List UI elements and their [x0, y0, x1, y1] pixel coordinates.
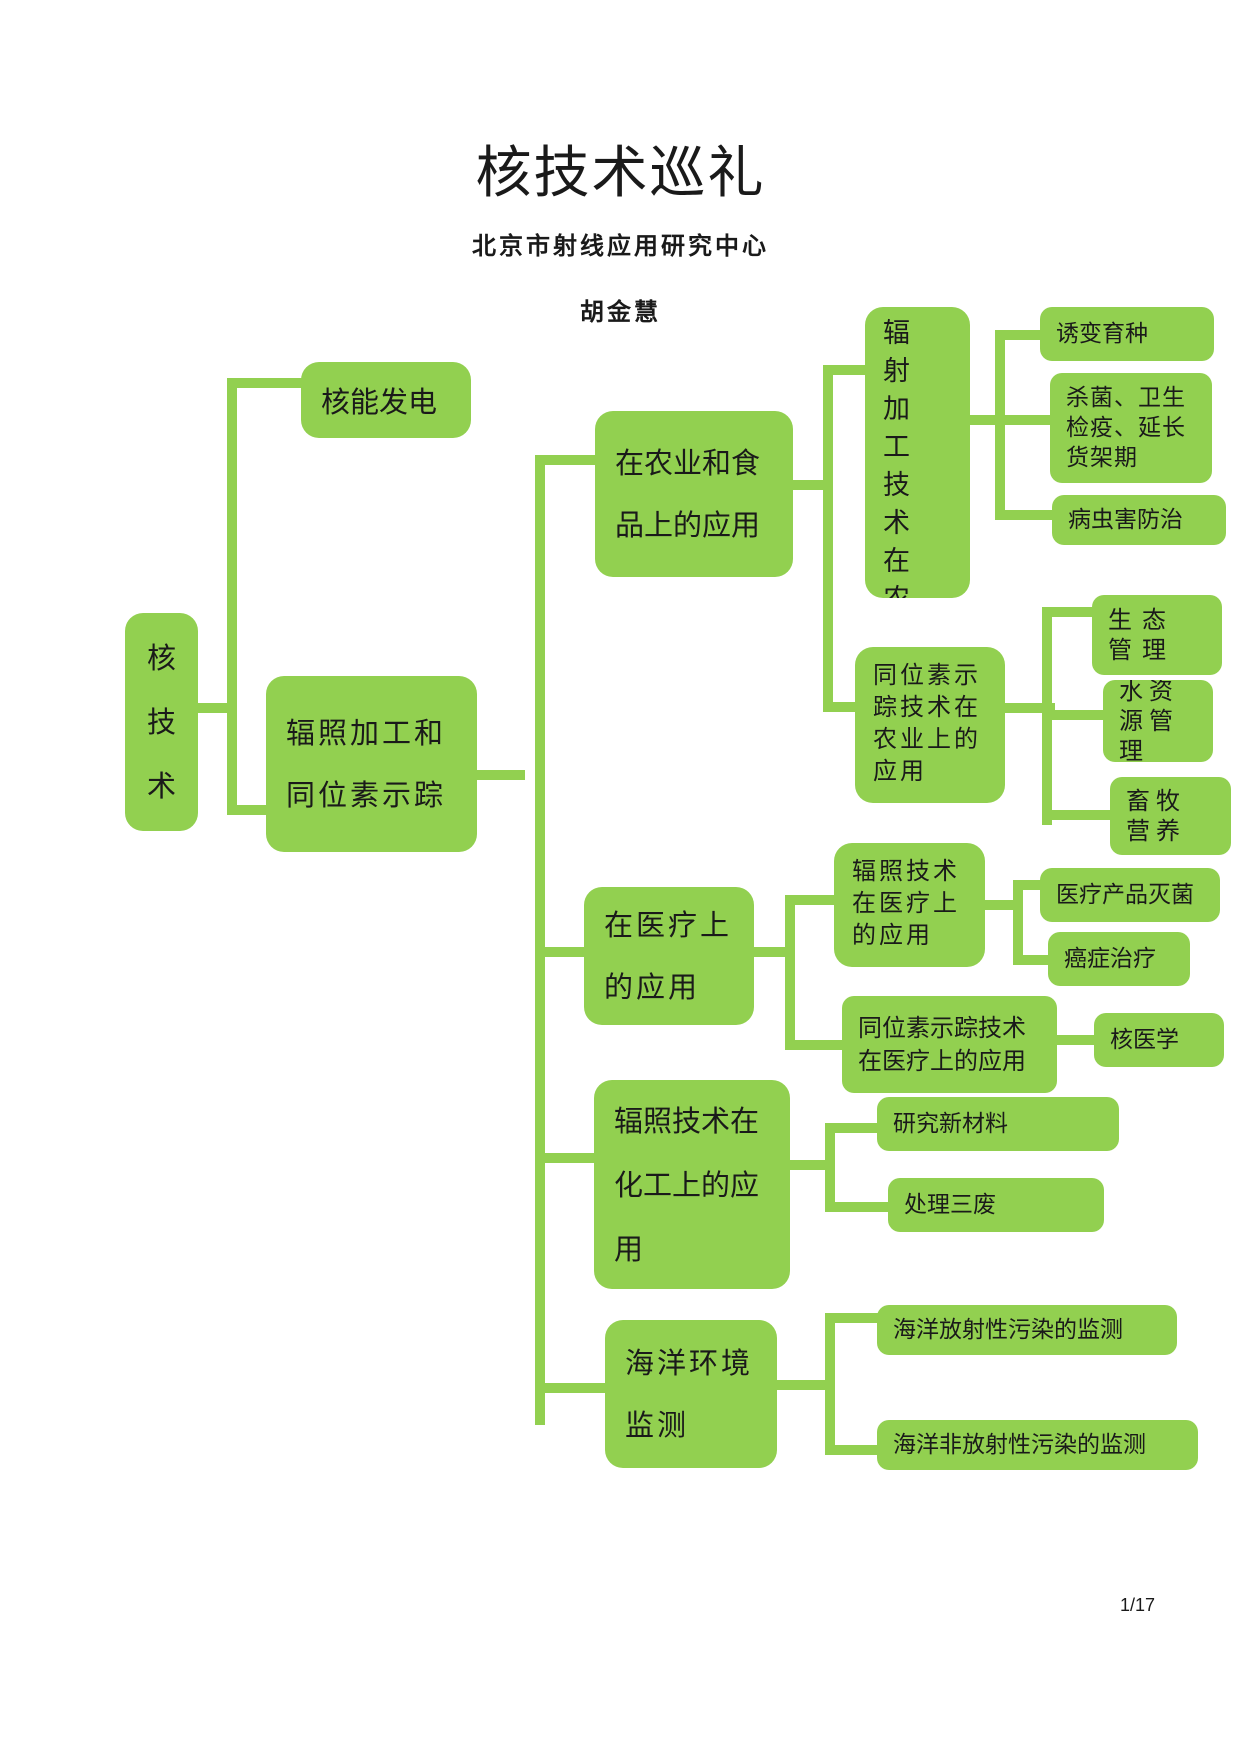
node-label: 畜牧营养: [1126, 787, 1186, 845]
node-livestock-nutrition: 畜牧营养: [1110, 777, 1231, 855]
node-med-radiation: 辐照技术在医疗上的应用: [834, 843, 985, 967]
node-label: 辐射加工技术在农业上应用: [883, 318, 928, 598]
node-agri-isotope: 同位素示踪技术在农业上的应用: [855, 647, 1005, 803]
page-number: 1/17: [1120, 1595, 1156, 1615]
node-agri-radiation: 辐射加工技术在农业上应用: [865, 307, 970, 598]
node-label: 杀菌、卫生检疫、延长货架期: [1066, 385, 1186, 471]
node-label: 同位素示踪技术在农业上的应用: [873, 661, 981, 785]
node-ocean-radioactive: 海洋放射性污染的监测: [877, 1305, 1177, 1355]
node-ocean: 海洋环境监测: [605, 1320, 777, 1468]
node-label: 海洋放射性污染的监测: [893, 1317, 1123, 1343]
node-nuclear-medicine: 核医学: [1094, 1013, 1224, 1067]
node-pest-control: 病虫害防治: [1052, 495, 1226, 545]
node-label: 诱变育种: [1056, 321, 1148, 347]
node-sterilization: 杀菌、卫生检疫、延长货架期: [1050, 373, 1212, 483]
node-label: 水资源管理: [1119, 680, 1179, 762]
node-label: 核医学: [1110, 1027, 1179, 1053]
node-label: 核技术: [147, 641, 177, 803]
node-label: 癌症治疗: [1064, 946, 1156, 972]
node-label: 病虫害防治: [1068, 507, 1183, 533]
node-new-materials: 研究新材料: [877, 1097, 1119, 1151]
node-label: 研究新材料: [893, 1111, 1008, 1137]
node-label: 生态管理: [1108, 606, 1176, 664]
node-label: 辐照技术在化工上的应用: [614, 1103, 760, 1266]
node-ecology-management: 生态管理: [1092, 595, 1222, 675]
node-ocean-nonradioactive: 海洋非放射性污染的监测: [877, 1420, 1198, 1470]
node-med-isotope: 同位素示踪技术在医疗上的应用: [842, 996, 1057, 1093]
node-med-sterilization: 医疗产品灭菌: [1040, 868, 1220, 922]
node-mutation-breeding: 诱变育种: [1040, 307, 1214, 361]
node-agriculture: 在农业和食品上的应用: [595, 411, 793, 577]
node-medical: 在医疗上的应用: [584, 887, 754, 1025]
node-label: 海洋非放射性污染的监测: [893, 1432, 1146, 1458]
node-label: 医疗产品灭菌: [1056, 882, 1194, 908]
node-label: 在医疗上的应用: [604, 908, 733, 1004]
node-label: 在农业和食品上的应用: [615, 446, 761, 542]
node-root: 核技术: [125, 613, 198, 831]
node-water-management: 水资源管理: [1103, 680, 1213, 762]
node-power: 核能发电: [301, 362, 471, 438]
node-chemical: 辐照技术在化工上的应用: [594, 1080, 790, 1289]
node-irradiation: 辐照加工和同位素示踪: [266, 676, 477, 852]
node-label: 核能发电: [321, 385, 438, 419]
node-cancer-therapy: 癌症治疗: [1048, 932, 1190, 986]
node-label: 处理三废: [904, 1192, 996, 1218]
node-label: 海洋环境监测: [625, 1346, 754, 1442]
node-label: 同位素示踪技术在医疗上的应用: [858, 1013, 1026, 1075]
node-label: 辐照技术在医疗上的应用: [852, 857, 960, 949]
node-waste-treatment: 处理三废: [888, 1178, 1104, 1232]
organization: 北京市射线应用研究中心: [472, 231, 769, 260]
node-label: 辐照加工和同位素示踪: [286, 716, 447, 812]
page-title: 核技术巡礼: [475, 141, 766, 206]
author: 胡金慧: [580, 297, 661, 326]
